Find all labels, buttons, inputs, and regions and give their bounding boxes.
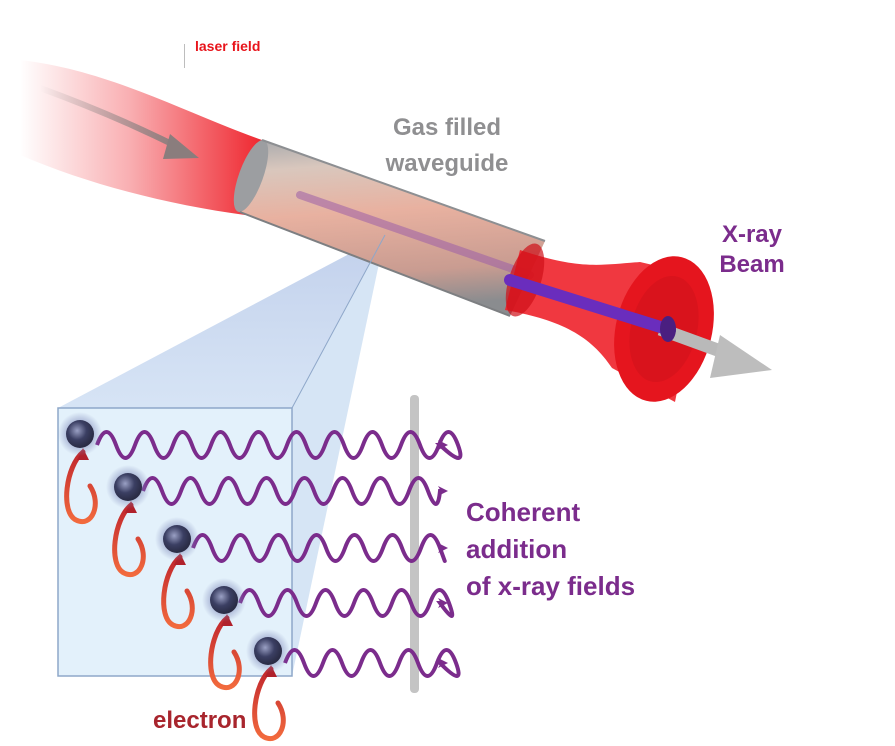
xray-label-line2: Beam bbox=[719, 251, 785, 278]
waveguide-label-line1: Gas filled bbox=[392, 114, 502, 141]
waveguide-label: Gas filled waveguide bbox=[372, 110, 522, 182]
xray-beam bbox=[504, 274, 676, 336]
input-arrow-icon bbox=[37, 85, 183, 151]
output-arrow-icon bbox=[710, 335, 772, 378]
laser-field-label: laser field bbox=[195, 38, 261, 54]
electron-orbit-icon bbox=[252, 666, 286, 742]
coherent-addition-label: Coherent addition of x-ray fields bbox=[466, 494, 635, 605]
coherent-label-line2: addition bbox=[466, 534, 568, 564]
electron-sphere bbox=[66, 420, 94, 448]
electron-orbit-icon bbox=[208, 615, 242, 691]
magnification-cone bbox=[58, 235, 385, 408]
xray-label-line1: X-ray bbox=[721, 221, 783, 248]
electron-orbit-icon bbox=[161, 554, 195, 630]
wave-arrow-icon bbox=[191, 533, 448, 563]
electron-sphere bbox=[114, 473, 142, 501]
electron-sphere bbox=[254, 637, 282, 665]
coherent-label-line1: Coherent bbox=[466, 497, 581, 527]
electron-orbit-icon bbox=[64, 449, 98, 525]
coherent-label-line3: of x-ray fields bbox=[466, 571, 636, 601]
waveguide-label-line2: waveguide bbox=[385, 150, 509, 177]
electron-sphere bbox=[210, 586, 238, 614]
wave-arrow-icon bbox=[95, 430, 463, 460]
leader-tick bbox=[184, 44, 185, 68]
detector-bar bbox=[410, 395, 419, 693]
waveguide-tube bbox=[233, 139, 546, 317]
xray-wave-rows bbox=[95, 430, 463, 678]
electron-sphere bbox=[163, 525, 191, 553]
xray-beam-label: X-ray Beam bbox=[712, 220, 792, 280]
wave-arrow-icon bbox=[238, 588, 455, 618]
wave-arrow-icon bbox=[141, 476, 448, 506]
wave-arrow-icon bbox=[283, 648, 461, 678]
incoming-laser-beam bbox=[20, 60, 262, 215]
electron-group bbox=[58, 412, 290, 742]
electron-orbit-icon bbox=[112, 502, 146, 578]
electron-label: electron bbox=[153, 707, 247, 734]
